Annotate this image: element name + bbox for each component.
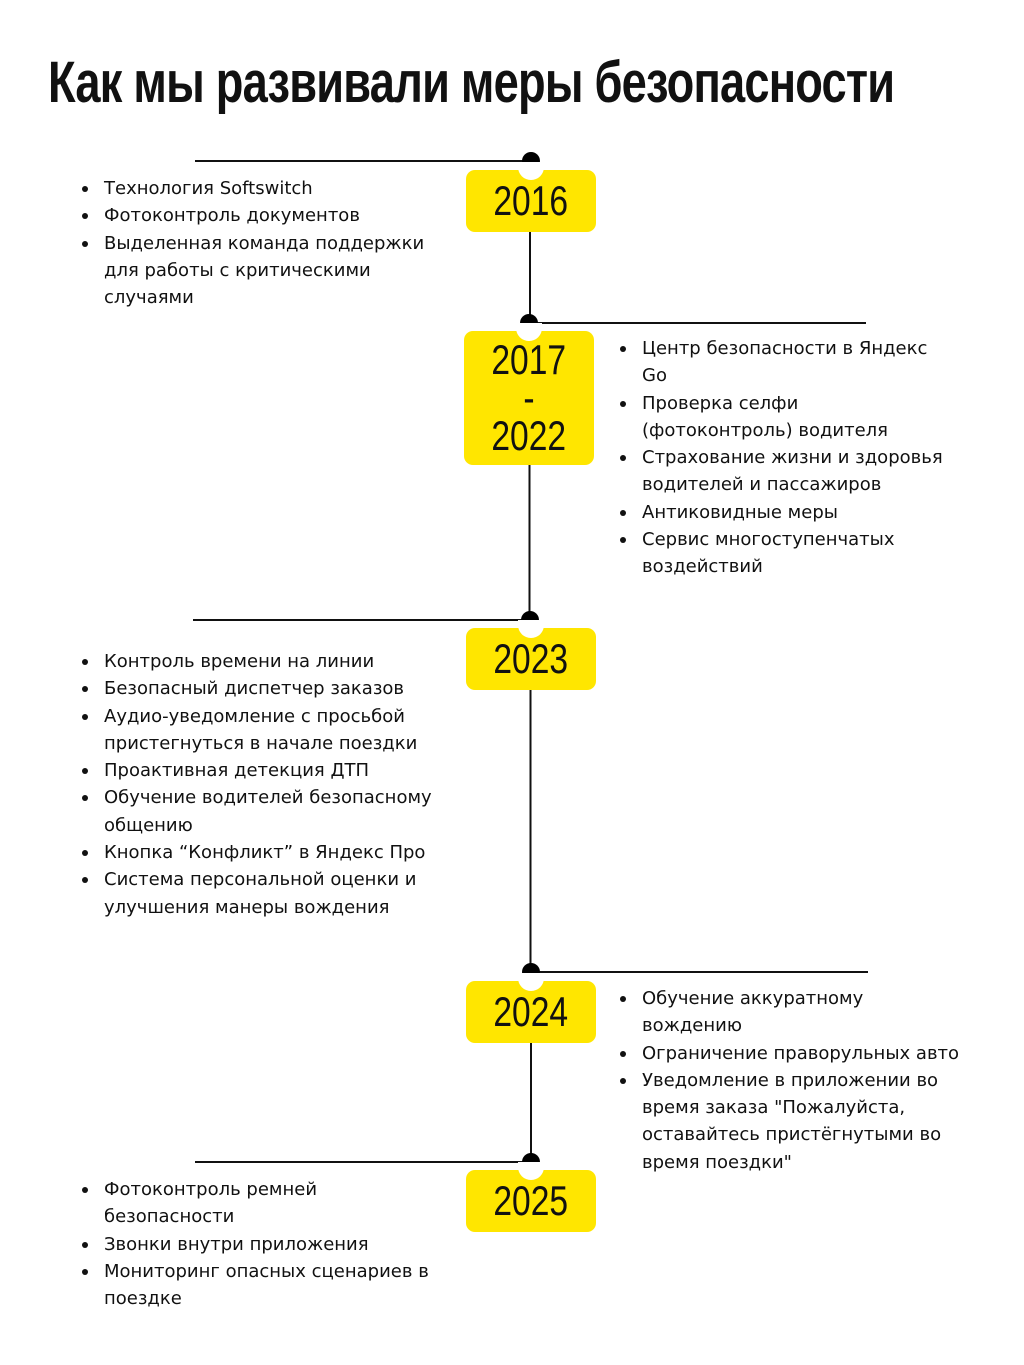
- year-badge-2017-2022: 2017 - 2022: [464, 323, 594, 465]
- list-item: Ограничение праворульных авто: [618, 1040, 968, 1067]
- year-badge-2016: 2016: [466, 162, 596, 232]
- measures-list-2025: Фотоконтроль ремней безопасности Звонки …: [80, 1176, 440, 1312]
- list-item: Уведомление в приложении во время заказа…: [618, 1067, 968, 1176]
- year-label: 2025: [493, 1177, 569, 1224]
- list-item: Обучение водителей безопасному общению: [80, 784, 440, 839]
- list-item: Аудио-уведомление с просьбой пристегнуть…: [80, 703, 440, 758]
- list-item: Технология Softswitch: [80, 175, 460, 202]
- measures-list-2017-2022: Центр безопасности в Яндекс Go Проверка …: [618, 335, 948, 581]
- measures-list-2023: Контроль времени на линии Безопасный дис…: [80, 648, 440, 921]
- list-item: Страхование жизни и здоровья водителей и…: [618, 444, 948, 499]
- list-item: Проактивная детекция ДТП: [80, 757, 440, 784]
- year-label: 2017: [491, 336, 567, 383]
- year-label: 2023: [493, 635, 569, 682]
- year-badge-2025: 2025: [466, 1162, 596, 1232]
- year-label: -: [523, 374, 535, 421]
- list-item: Фотоконтроль ремней безопасности: [80, 1176, 440, 1231]
- year-label: 2022: [491, 412, 567, 459]
- year-badge-2024: 2024: [466, 973, 596, 1043]
- year-label: 2024: [493, 988, 569, 1035]
- list-item: Контроль времени на линии: [80, 648, 440, 675]
- list-item: Обучение аккуратному вождению: [618, 985, 968, 1040]
- list-item: Фотоконтроль документов: [80, 202, 460, 229]
- list-item: Система персональной оценки и улучшения …: [80, 866, 440, 921]
- list-item: Мониторинг опасных сценариев в поездке: [80, 1258, 440, 1313]
- measures-list-2024: Обучение аккуратному вождению Ограничени…: [618, 985, 968, 1176]
- list-item: Кнопка “Конфликт” в Яндекс Про: [80, 839, 440, 866]
- list-item: Звонки внутри приложения: [80, 1231, 440, 1258]
- list-item: Антиковидные меры: [618, 499, 948, 526]
- list-item: Центр безопасности в Яндекс Go: [618, 335, 948, 390]
- year-label: 2016: [493, 177, 569, 224]
- list-item: Сервис многоступенчатых воздействий: [618, 526, 948, 581]
- year-badge-2023: 2023: [466, 620, 596, 690]
- measures-list-2016: Технология Softswitch Фотоконтроль докум…: [80, 175, 460, 311]
- list-item: Выделенная команда поддержки для работы …: [80, 230, 460, 312]
- list-item: Безопасный диспетчер заказов: [80, 675, 440, 702]
- list-item: Проверка селфи (фотоконтроль) водителя: [618, 390, 948, 445]
- page-title: Как мы развивали меры безопасности: [48, 50, 895, 115]
